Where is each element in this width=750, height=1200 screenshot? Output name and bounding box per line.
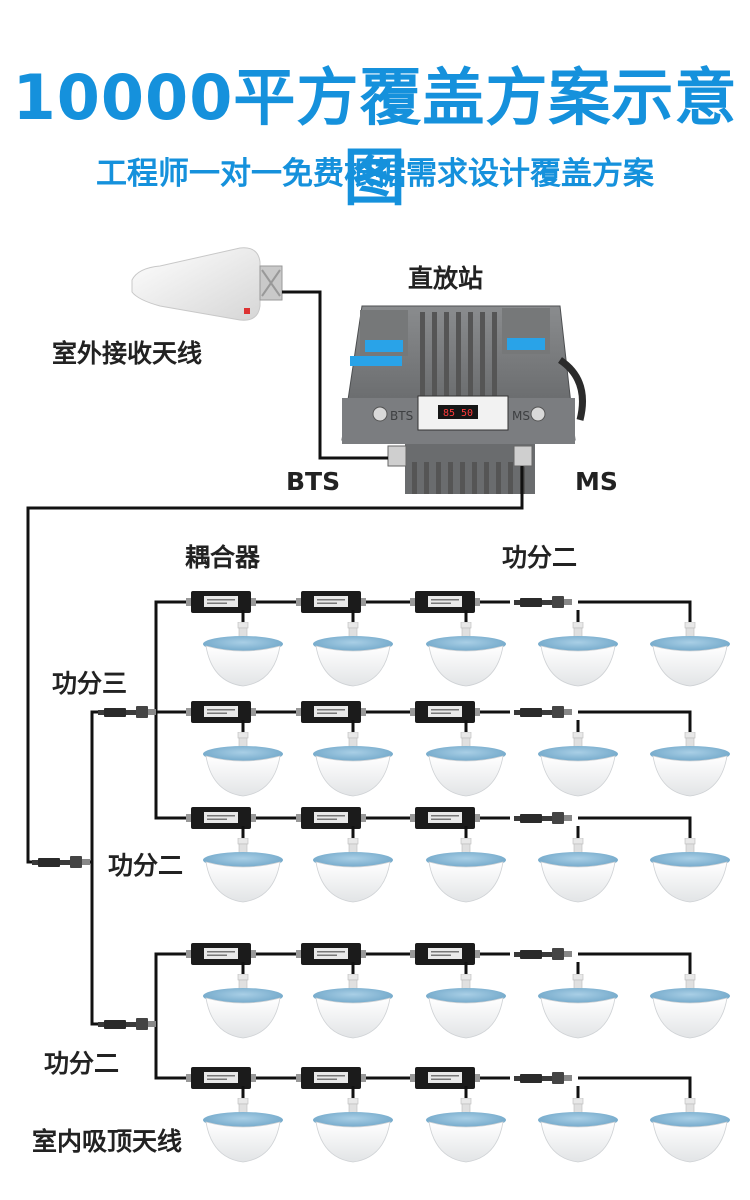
- ceiling-antenna: [425, 974, 507, 1039]
- ceiling-antenna: [425, 838, 507, 903]
- ceiling-antenna: [202, 838, 284, 903]
- ceiling-antenna: [312, 838, 394, 903]
- outdoor-antenna: [131, 247, 283, 321]
- ceiling-antenna: [312, 1098, 394, 1163]
- coupler-device: [296, 1067, 366, 1089]
- ceiling-antenna: [649, 732, 731, 797]
- coupler-device: [186, 591, 256, 613]
- ceiling-antenna: [649, 974, 731, 1039]
- repeater-device: 85 50 BTS MS: [341, 305, 586, 494]
- ceiling-antenna: [425, 622, 507, 687]
- antenna-row: [186, 807, 731, 903]
- splitter-2way: [514, 706, 572, 718]
- coupler-device: [186, 1067, 256, 1089]
- ceiling-antenna: [312, 732, 394, 797]
- splitter2-mid-label: 功分二: [108, 851, 183, 880]
- ceiling-antenna: [425, 732, 507, 797]
- coupler-device: [296, 943, 366, 965]
- ceiling-antenna: [202, 1098, 284, 1163]
- coupler-label: 耦合器: [185, 543, 261, 572]
- antenna-rows: [186, 591, 731, 1163]
- coupler-device: [410, 943, 480, 965]
- coupler-device: [186, 943, 256, 965]
- indoor-antenna-label: 室内吸顶天线: [32, 1127, 182, 1156]
- feed-cable: [578, 600, 692, 626]
- antenna-row: [186, 1067, 731, 1163]
- antenna-row: [186, 943, 731, 1039]
- splitter-2way: [514, 596, 572, 608]
- ceiling-antenna: [649, 838, 731, 903]
- repeater-display: 85 50: [443, 408, 473, 419]
- ceiling-antenna: [537, 838, 619, 903]
- splitter-3way: [98, 706, 156, 718]
- coupler-device: [186, 807, 256, 829]
- coupler-device: [186, 701, 256, 723]
- splitter-2way: [514, 1072, 572, 1084]
- antenna-row: [186, 701, 731, 797]
- splitter-2way: [514, 812, 572, 824]
- ceiling-antenna: [202, 974, 284, 1039]
- ceiling-antenna: [537, 974, 619, 1039]
- cable-network: [26, 290, 524, 1080]
- ceiling-antenna: [312, 622, 394, 687]
- ceiling-antenna: [537, 1098, 619, 1163]
- outdoor-antenna-label: 室外接收天线: [52, 339, 202, 368]
- splitter2-top-label: 功分二: [502, 543, 577, 572]
- ms-port-label: MS: [512, 409, 530, 423]
- ms-label: MS: [575, 467, 618, 496]
- coupler-device: [410, 591, 480, 613]
- ceiling-antenna: [312, 974, 394, 1039]
- splitter-2way: [514, 948, 572, 960]
- ceiling-antenna: [202, 622, 284, 687]
- feed-cable: [578, 1076, 692, 1102]
- splitter-2way-main: [32, 856, 90, 868]
- coupler-device: [410, 701, 480, 723]
- repeater-label: 直放站: [408, 264, 483, 293]
- ceiling-antenna: [202, 732, 284, 797]
- coupler-device: [296, 701, 366, 723]
- bts-port-label: BTS: [390, 409, 413, 423]
- antenna-row: [186, 591, 731, 687]
- page-subtitle: 工程师一对一免费根据需求设计覆盖方案: [96, 156, 654, 192]
- ceiling-antenna: [537, 622, 619, 687]
- ceiling-antenna: [425, 1098, 507, 1163]
- coupler-device: [410, 807, 480, 829]
- splitter3-label: 功分三: [52, 669, 127, 698]
- bts-label: BTS: [286, 467, 340, 496]
- coupler-device: [296, 591, 366, 613]
- feed-cable: [578, 710, 692, 736]
- coupler-device: [296, 807, 366, 829]
- ceiling-antenna: [649, 1098, 731, 1163]
- ceiling-antenna: [649, 622, 731, 687]
- splitter-2way-lower: [98, 1018, 156, 1030]
- page-title: 10000平方覆盖方案示意图: [12, 61, 738, 214]
- coupler-device: [410, 1067, 480, 1089]
- splitter2-bottom-label: 功分二: [44, 1049, 119, 1078]
- feed-cable: [578, 952, 692, 978]
- feed-cable: [578, 816, 692, 842]
- ceiling-antenna: [537, 732, 619, 797]
